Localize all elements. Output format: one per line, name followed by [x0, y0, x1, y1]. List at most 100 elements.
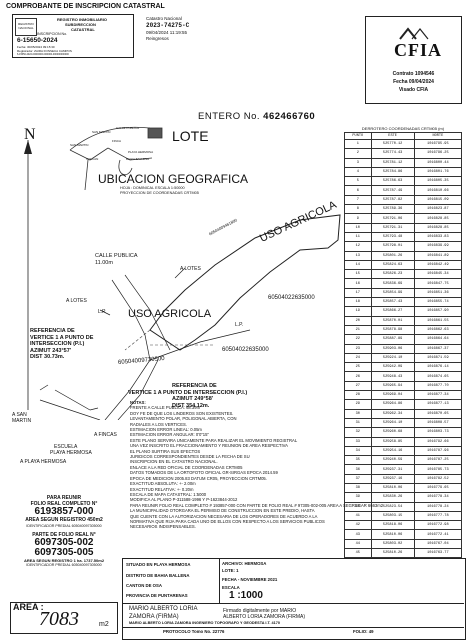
coord-cell-punto: 14 [344, 259, 372, 271]
signer-name-1: MARIO ALBERTO LORIA [129, 606, 198, 612]
folio-ident-2: IDENTIFICADOR PREDIAL 605040097305000 [26, 562, 102, 567]
note-line: RADIALES A LOS VERTICES. [130, 421, 187, 427]
coord-cell-norte: 1016796.25 [413, 148, 463, 159]
area-unit: m2 [99, 621, 109, 628]
folio-line-2: FOLIO REAL COMPLETO N° [30, 501, 98, 508]
coord-cell-punto: 3 [344, 157, 372, 168]
coord-cell-este: 525793.48 [370, 231, 415, 243]
coord-header-norte: NORTE [413, 132, 463, 140]
coord-cell-este: 525903.06 [370, 343, 415, 354]
coord-cell-norte: 1016763.77 [413, 548, 463, 559]
coord-cell-norte: 1016861.55 [413, 315, 463, 326]
coord-cell-este: 525965.94 [370, 380, 415, 392]
archivo: ARCHIVO: HERMOSA [222, 561, 267, 566]
cfia-visado: Visado CFIA [398, 87, 429, 93]
note-line: LEVANTAMIENTO POLAR, POLIGONAL ABIERTA, … [130, 416, 237, 422]
coord-cell-norte: 1016839.99 [413, 241, 463, 252]
coord-cell-punto: 43 [344, 529, 372, 540]
coord-cell-este: 525810.06 [370, 529, 415, 540]
note-line: ESTE PLANO SERVIRA UNICAMENTE PARA REALI… [130, 437, 298, 443]
coord-cell-norte: 1016871.59 [413, 352, 463, 364]
cfia-date: Fecha 09/04/2024 [393, 79, 434, 85]
note-line: ESTIMACION ERROR ANGULAR: 0'0"15" [130, 432, 209, 438]
note-line: EXACTITUD ABSOLUTA: +- 2.00m [130, 481, 196, 487]
coord-cell-punto: 4 [344, 166, 372, 178]
note-line: PARA REUNIR FOLIO REAL COMPLETO # 193857… [130, 502, 384, 508]
folio-label: FOLIO: 49 [353, 629, 374, 634]
location-sketch [69, 126, 163, 191]
reference-lines [124, 329, 215, 351]
coord-cell-punto: 12 [344, 241, 372, 252]
coord-cell-este: 525857.43 [370, 297, 415, 308]
note-line: DOY FE DE QUE LOS LINDEROS SON EXISTENTE… [130, 410, 234, 416]
coord-cell-este: 525969.04 [370, 389, 415, 401]
a-lotes-left: A LOTES [66, 298, 87, 304]
playa-hermosa-label-2: A PLAYA HERMOSA [20, 459, 67, 465]
north-label: N [24, 126, 36, 143]
cfia-logo: CFIA [384, 25, 444, 63]
ubicacion-sub-1: HOJA : DOMINICAL ESCALA 1:50000 [120, 186, 185, 190]
registry-stamp: REGISTRO NACIONAL REGISTRO INMOBILIARIO … [12, 14, 134, 58]
folio-area-1: AREA SEGUN REGISTRO 450m2 [25, 517, 103, 524]
reference-2: REFERENCIA DE VERTICE 1 A PUNTO DE INTER… [128, 383, 248, 409]
location-cell: SITUADO EN PLAYA HERMOSA DISTRITO DE BAH… [123, 559, 220, 604]
coord-cell-este: 525870.01 [370, 315, 415, 326]
folio-line-3: PARTE DE FOLIO REAL N° [32, 531, 96, 538]
mini-label-5: SAN MARTIN [70, 143, 89, 147]
coord-cell-norte: 1016801.76 [413, 166, 463, 178]
signature-cell: MARIO ALBERTO LORIA ZAMORA (FIRMA) Firma… [123, 603, 464, 628]
property-outline [149, 214, 341, 351]
coord-cell-norte: 1016877.34 [413, 389, 463, 401]
coord-cell-este: 525781.12 [370, 157, 415, 168]
note-line: EPOCA DE MEDICION 2005.83 DATUM CR05, PR… [130, 475, 267, 481]
direction-arrows [39, 267, 186, 411]
coord-cell-norte: 1016815.09 [413, 194, 463, 206]
road-lines [39, 274, 251, 420]
coord-cell-este: 525789.36 [370, 204, 415, 215]
registry-title-1: REGISTRO INMOBILIARIO [57, 17, 107, 22]
finca-mid: 60504022635000 [222, 347, 269, 353]
folio-number-2: 6097305-002 [34, 536, 94, 548]
mini-label-6: VOLCAN [86, 157, 99, 161]
escuela-label: ESCUELA [54, 444, 78, 450]
escala-value: 1 :1000 [229, 590, 263, 601]
protocol-cell: PROTOCOLO Tomo No. 22776 FOLIO: 49 [123, 627, 464, 638]
note-line: NORMATIVA QUE RIJA PARA CADA UNO DE ELLO… [130, 518, 325, 524]
note-line: DATOS TOMADOS DE LA ORTOFOTO OFICIAL GR-… [130, 470, 278, 476]
coord-cell-este: 525791.06 [370, 213, 415, 224]
folio-area-2: AREA SEGUN REGISTRO 1 ha. 1737.50m2 [23, 557, 105, 563]
note-line: EXACTITUD RELATIVA: +- 0.20m [130, 486, 194, 492]
fecha: FECHA - NOVIEMBRE 2021 [222, 577, 278, 582]
title-block: SITUADO EN PLAYA HERMOSA DISTRITO DE BAH… [122, 558, 466, 640]
coord-cell-punto: 19 [344, 306, 372, 317]
coord-cell-este: 525887.89 [370, 334, 415, 345]
coord-cell-este: 525786.63 [370, 176, 415, 187]
coord-cell-norte: 1016810.66 [413, 185, 463, 196]
entero-label: ENTERO No. [198, 111, 261, 122]
folio-number-1: 6193857-000 [34, 506, 94, 518]
note-line: MODIFICA AL PLANO P-311588-1996 Y P-1623… [130, 497, 238, 503]
coord-cell-punto: 28 [344, 389, 372, 401]
coord-cell-norte: 1016851.36 [413, 287, 463, 299]
coord-cell-punto: 8 [344, 204, 372, 215]
catastro-number: 2023-74275-C [146, 22, 190, 29]
coord-cell-punto: 11 [344, 231, 372, 243]
coord-cell-norte: 1016876.14 [413, 362, 463, 373]
coord-cell-punto: 16 [344, 278, 372, 289]
folio-block: PARA REUNIR FOLIO REAL COMPLETO N° 61938… [12, 495, 116, 567]
folio-line-1: PARA REUNIR [46, 495, 82, 501]
